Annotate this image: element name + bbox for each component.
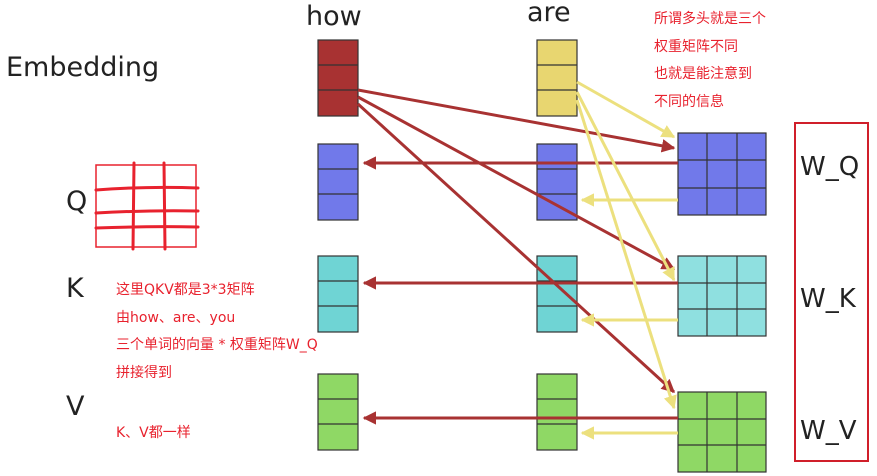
multihead-note-line: 权重矩阵不同 — [654, 38, 738, 55]
label-wq: W_Q — [800, 152, 860, 182]
label-embedding: Embedding — [6, 52, 160, 83]
label-k: K — [66, 273, 84, 304]
how-v-vector — [317, 373, 359, 451]
multihead-note-line: 也就是能注意到 — [654, 66, 752, 82]
weights-to-are-arrows — [580, 193, 678, 440]
qkv-note-line: 由how、are、you — [116, 309, 236, 326]
are-q-vector — [536, 143, 578, 221]
qkv-note: 这里QKV都是3*3矩阵 由how、are、you 三个单词的向量 * 权重矩阵… — [116, 277, 318, 387]
weights-label-box — [794, 122, 869, 462]
weights-to-how-arrows — [362, 156, 678, 425]
qkv-note-line: 这里QKV都是3*3矩阵 — [116, 282, 255, 298]
are-k-vector — [536, 255, 578, 333]
wv-matrix — [677, 391, 767, 473]
are-to-weights-arrows — [575, 80, 677, 410]
label-v: V — [66, 391, 85, 422]
wk-matrix — [677, 255, 767, 337]
how-embedding-vector — [317, 39, 359, 117]
are-embedding-vector — [536, 39, 578, 117]
multihead-note-line: 不同的信息 — [654, 93, 724, 110]
multihead-note: 所谓多头就是三个 权重矩阵不同 也就是能注意到 不同的信息 — [654, 6, 766, 116]
q-sketch-grid — [94, 161, 200, 251]
wq-matrix — [677, 132, 767, 216]
multihead-note-line: 所谓多头就是三个 — [654, 11, 766, 27]
how-q-vector — [317, 143, 359, 221]
kv-note: K、V都一样 — [116, 425, 191, 441]
label-q: Q — [66, 186, 88, 217]
qkv-note-line: 拼接得到 — [116, 364, 172, 381]
are-v-vector — [536, 373, 578, 451]
how-k-vector — [317, 255, 359, 333]
label-wv: W_V — [800, 416, 857, 446]
word-how: how — [306, 1, 362, 32]
how-to-weights-arrows — [356, 88, 676, 394]
word-are: are — [527, 0, 571, 28]
label-wk: W_K — [800, 284, 856, 314]
qkv-note-line: 三个单词的向量 * 权重矩阵W_Q — [116, 337, 318, 353]
